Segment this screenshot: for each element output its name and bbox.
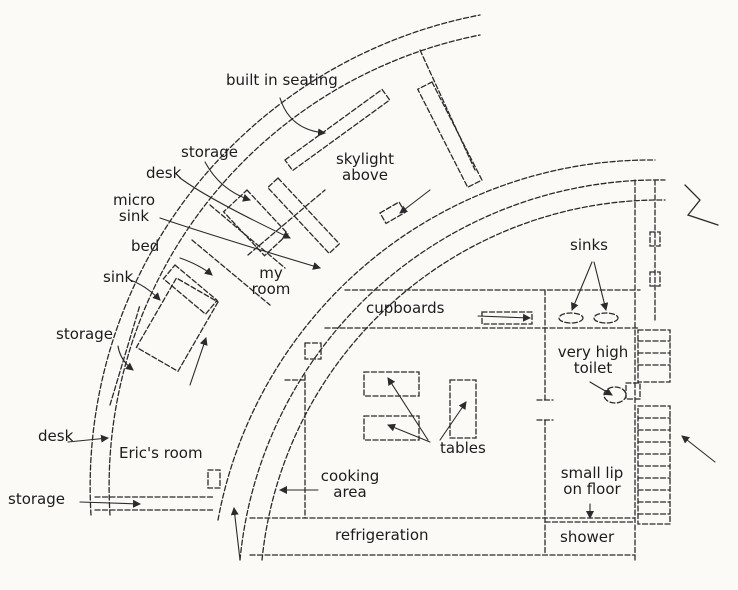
label-sink-left: sink	[103, 268, 134, 286]
arrow-entry	[230, 507, 241, 561]
skylight	[416, 81, 483, 189]
arrow-micro-sink	[159, 217, 321, 270]
label-very-high-toilet: very high toilet	[557, 343, 629, 377]
arrow-bed	[179, 257, 213, 276]
table-3	[449, 379, 477, 439]
label-micro-sink: micro sink	[112, 191, 156, 225]
cupboard-shelf	[481, 311, 533, 325]
toilet	[603, 386, 627, 404]
arrow-sinks-2	[593, 261, 609, 311]
window-right-1	[649, 231, 661, 247]
my-room-desk	[266, 177, 341, 255]
top-right-break	[684, 184, 719, 226]
arrow-tables-1	[387, 377, 429, 441]
arrow-my-room-in	[189, 337, 208, 386]
arrow-toilet	[589, 381, 613, 396]
arrow-built-in-seating	[279, 97, 326, 137]
bed	[135, 277, 219, 373]
storage-shelf	[109, 304, 141, 406]
stairs-upper	[637, 329, 671, 383]
outer-wall-inner	[108, 34, 481, 516]
arrow-storage-bottom	[79, 499, 141, 508]
label-storage-top: storage	[181, 143, 238, 161]
arrow-desk-left	[67, 434, 109, 443]
label-skylight: skylight above	[335, 150, 395, 184]
label-refrigeration: refrigeration	[335, 526, 429, 544]
label-storage-mid: storage	[56, 325, 113, 343]
stairs-lower	[637, 405, 671, 525]
window-right-2	[649, 271, 661, 287]
arrow-right-entry	[681, 435, 716, 463]
label-erics-room: Eric's room	[119, 444, 203, 462]
toilet-box	[625, 382, 641, 400]
outer-wall-outer	[89, 14, 481, 516]
my-room-storage	[222, 189, 289, 257]
label-tables: tables	[440, 439, 486, 457]
top-room-wall-2	[247, 189, 326, 256]
label-shower: shower	[560, 528, 615, 546]
label-desk-left: desk	[38, 427, 74, 445]
bed-side	[162, 264, 219, 316]
storage-wall	[209, 204, 286, 269]
door-2	[304, 342, 322, 360]
label-cupboards: cupboards	[366, 299, 445, 317]
arrow-desk	[179, 177, 291, 239]
top-room-wall	[419, 49, 476, 171]
desk-wall	[191, 239, 271, 306]
label-desk-top: desk	[146, 164, 182, 182]
label-storage-bottom: storage	[8, 490, 65, 508]
table-1	[363, 371, 420, 397]
arrow-cupboards	[477, 313, 531, 322]
table-2	[363, 415, 420, 441]
label-cooking-area: cooking area	[320, 467, 380, 501]
arrow-storage-left	[117, 345, 134, 371]
built-in-seating	[284, 88, 391, 172]
label-sinks: sinks	[570, 236, 608, 254]
arrow-corridor	[399, 189, 431, 214]
sink-2	[593, 312, 619, 324]
label-my-room: my room	[251, 264, 291, 298]
arrow-tables-2	[387, 423, 431, 443]
label-built-in-seating: built in seating	[226, 71, 338, 89]
arrow-sinks-1	[571, 261, 593, 311]
arrow-tables-3	[439, 401, 467, 441]
label-bed: bed	[131, 237, 160, 255]
sink-1	[558, 312, 584, 324]
arrow-storage	[204, 161, 251, 202]
corridor-wall-outer	[217, 159, 656, 521]
door-3	[207, 469, 221, 489]
arrow-sink-left	[129, 279, 161, 301]
label-small-lip: small lip on floor	[560, 464, 624, 498]
inner-wall-3	[261, 199, 666, 561]
corridor-wall-inner	[239, 179, 666, 561]
